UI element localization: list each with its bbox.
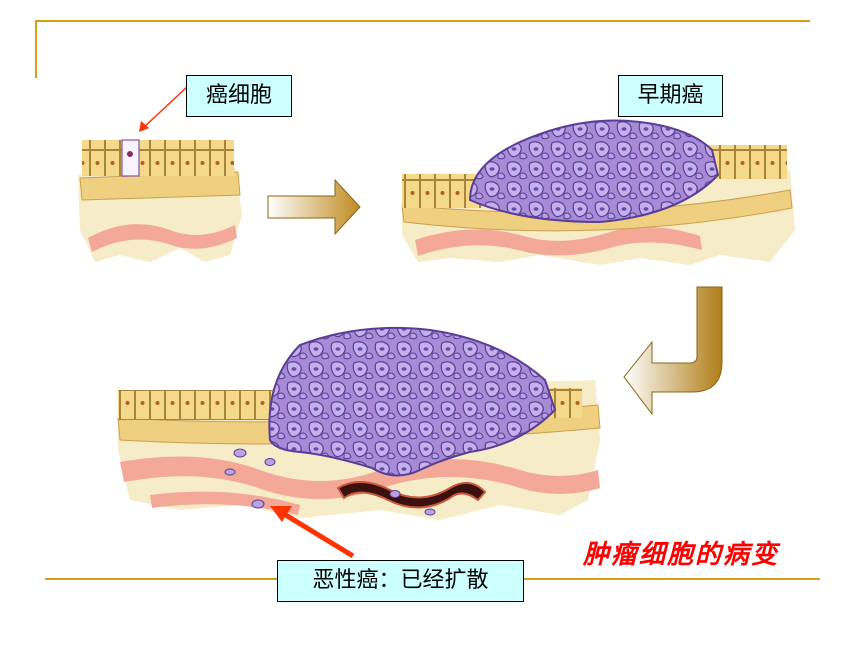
epithelium-3a bbox=[118, 390, 288, 420]
early-tumor-mass bbox=[468, 119, 720, 224]
cancer-cell bbox=[121, 139, 140, 177]
label-cancer-cell: 癌细胞 bbox=[186, 75, 292, 117]
top-rule bbox=[35, 20, 810, 22]
invaded-vessel bbox=[336, 481, 487, 509]
vessel-1 bbox=[88, 224, 237, 252]
panel-normal-tissue bbox=[78, 139, 242, 262]
epithelium-2b bbox=[705, 145, 787, 179]
flow-arrow-right-icon bbox=[267, 178, 361, 236]
vessel-3a bbox=[120, 456, 600, 499]
epithelium-2a bbox=[402, 174, 482, 208]
flow-arrow-curved-icon bbox=[623, 286, 723, 416]
pointer-arrow-icon bbox=[270, 506, 355, 559]
vessel-2 bbox=[415, 226, 702, 256]
vessel-3b bbox=[150, 491, 300, 515]
diagram-title: 肿瘤细胞的病变 bbox=[583, 540, 780, 570]
panel-malignant-cancer bbox=[117, 326, 601, 520]
epithelium-1 bbox=[82, 140, 234, 176]
label-malignant-spread: 恶性癌：已经扩散 bbox=[277, 560, 524, 602]
bottom-rule-left bbox=[45, 578, 277, 580]
label-early-cancer: 早期癌 bbox=[618, 75, 723, 117]
panel-early-cancer bbox=[401, 119, 795, 265]
left-rule bbox=[35, 20, 37, 78]
pointer-arrow-icon bbox=[139, 85, 189, 132]
malignant-tumor-mass bbox=[268, 326, 557, 477]
scattered-cells bbox=[224, 448, 436, 516]
bottom-rule-right bbox=[522, 578, 820, 580]
